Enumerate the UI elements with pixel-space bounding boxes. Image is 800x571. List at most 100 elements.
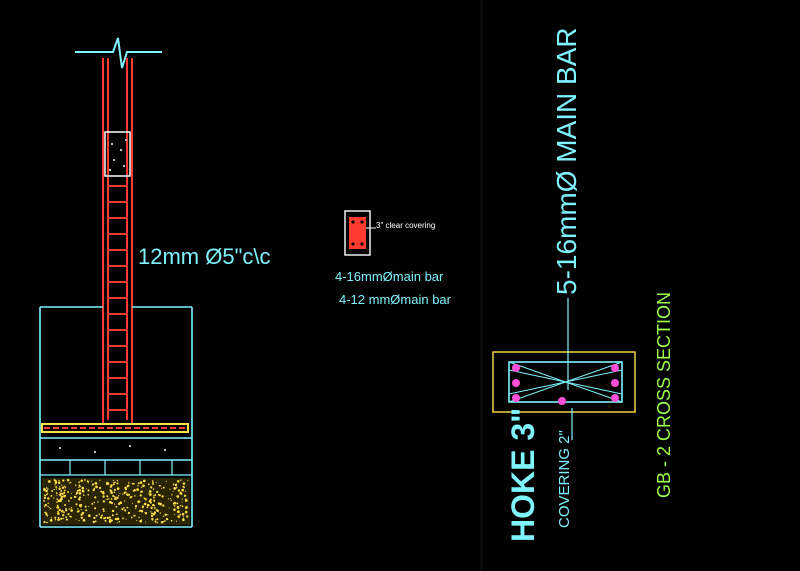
sand-dot bbox=[47, 502, 49, 504]
sand-dot bbox=[45, 513, 48, 516]
sand-dot bbox=[173, 504, 176, 507]
sand-dot bbox=[101, 514, 103, 517]
sand-dot bbox=[128, 482, 130, 484]
sand-dot bbox=[80, 516, 83, 519]
sand-dot bbox=[164, 520, 166, 522]
sand-dot bbox=[94, 520, 97, 523]
sand-dot bbox=[87, 489, 90, 492]
sand-dot bbox=[117, 502, 121, 506]
sand-dot bbox=[150, 507, 153, 510]
sand-dot bbox=[181, 501, 183, 503]
sand-dot bbox=[78, 498, 81, 501]
sand-dot bbox=[81, 489, 85, 493]
sand-dot bbox=[176, 495, 180, 498]
column-concrete-block bbox=[104, 131, 131, 177]
sand-dot bbox=[140, 519, 143, 521]
sand-dot bbox=[43, 499, 45, 502]
sand-dot bbox=[165, 480, 167, 482]
sand-dot bbox=[138, 516, 140, 519]
sand-dot bbox=[155, 518, 157, 521]
sand-dot bbox=[46, 514, 49, 517]
sand-dot bbox=[139, 481, 143, 484]
sand-dot bbox=[173, 501, 177, 505]
sand-dot bbox=[115, 513, 118, 516]
sand-dot bbox=[57, 516, 60, 519]
sand-dot bbox=[176, 502, 179, 505]
sand-dot bbox=[108, 498, 110, 500]
sand-dot bbox=[43, 497, 46, 499]
sand-dot bbox=[58, 487, 61, 490]
sand-dot bbox=[67, 490, 70, 493]
sand-dot bbox=[83, 494, 85, 496]
sand-dot bbox=[131, 482, 134, 485]
covering-note: 3" clear covering bbox=[376, 221, 436, 230]
sand-dot bbox=[64, 494, 67, 497]
sand-dot bbox=[148, 499, 152, 503]
stirrup-rungs bbox=[108, 185, 127, 411]
sand-dot bbox=[67, 500, 70, 502]
sand-dot bbox=[54, 481, 58, 484]
sand-dot bbox=[112, 494, 115, 497]
column-footing-panel bbox=[0, 0, 480, 571]
sand-dot bbox=[181, 512, 185, 516]
sand-dot bbox=[70, 509, 73, 512]
sand-dot bbox=[57, 518, 60, 521]
sand-dot bbox=[56, 504, 59, 507]
sand-dot bbox=[110, 491, 114, 494]
sand-dot bbox=[82, 518, 86, 522]
section-core bbox=[349, 217, 366, 249]
sand-dot bbox=[68, 482, 71, 484]
sand-dot bbox=[47, 505, 49, 507]
sand-dot bbox=[153, 494, 155, 496]
sand-dot bbox=[115, 505, 118, 508]
sand-dot bbox=[111, 514, 114, 517]
sand-dot bbox=[147, 483, 150, 486]
sand-dot bbox=[56, 501, 58, 504]
sand-dot bbox=[143, 497, 146, 500]
sand-dot bbox=[177, 510, 180, 514]
sand-dot bbox=[136, 519, 138, 521]
sand-dot bbox=[60, 497, 63, 501]
sand-dot bbox=[182, 518, 185, 522]
sand-dot bbox=[83, 479, 86, 481]
sand-dot bbox=[81, 511, 85, 515]
sand-dot bbox=[106, 516, 110, 520]
sand-dot bbox=[54, 484, 56, 486]
sand-dot bbox=[110, 501, 114, 505]
sand-dot bbox=[69, 515, 72, 518]
sand-dot bbox=[171, 494, 173, 496]
sand-dot bbox=[97, 501, 99, 503]
sand-dot bbox=[152, 496, 155, 499]
sand-dot bbox=[95, 485, 98, 489]
sand-dot bbox=[63, 511, 65, 514]
sand-dot bbox=[177, 515, 180, 518]
lean-concrete-layer bbox=[40, 437, 192, 461]
sand-dot bbox=[183, 516, 185, 518]
sand-dot bbox=[99, 516, 103, 519]
sand-dot bbox=[84, 505, 87, 508]
sand-dot bbox=[93, 487, 96, 490]
sand-dot bbox=[167, 514, 169, 516]
sand-dot bbox=[180, 479, 182, 481]
sand-dot bbox=[92, 488, 95, 492]
sand-dot bbox=[144, 498, 147, 501]
sand-dot bbox=[124, 509, 127, 512]
sand-dot bbox=[116, 479, 119, 482]
sand-dot bbox=[65, 516, 67, 519]
sand-dot bbox=[160, 521, 164, 524]
main-bar-label: 5-16mmØ MAIN BAR bbox=[551, 27, 582, 295]
sand-dot bbox=[140, 486, 143, 488]
sand-dot bbox=[91, 502, 94, 505]
sand-dot bbox=[86, 480, 89, 483]
sand-dot bbox=[124, 500, 126, 502]
column-outline bbox=[102, 58, 133, 425]
sand-dot bbox=[173, 508, 176, 511]
sand-dot bbox=[177, 489, 181, 492]
sand-dot bbox=[125, 518, 127, 520]
sand-dot bbox=[61, 484, 63, 486]
sand-dot bbox=[111, 509, 115, 513]
concrete-dots bbox=[109, 139, 127, 171]
sand-dot bbox=[133, 514, 136, 517]
sand-dot bbox=[76, 489, 79, 492]
sand-dot bbox=[172, 483, 175, 486]
